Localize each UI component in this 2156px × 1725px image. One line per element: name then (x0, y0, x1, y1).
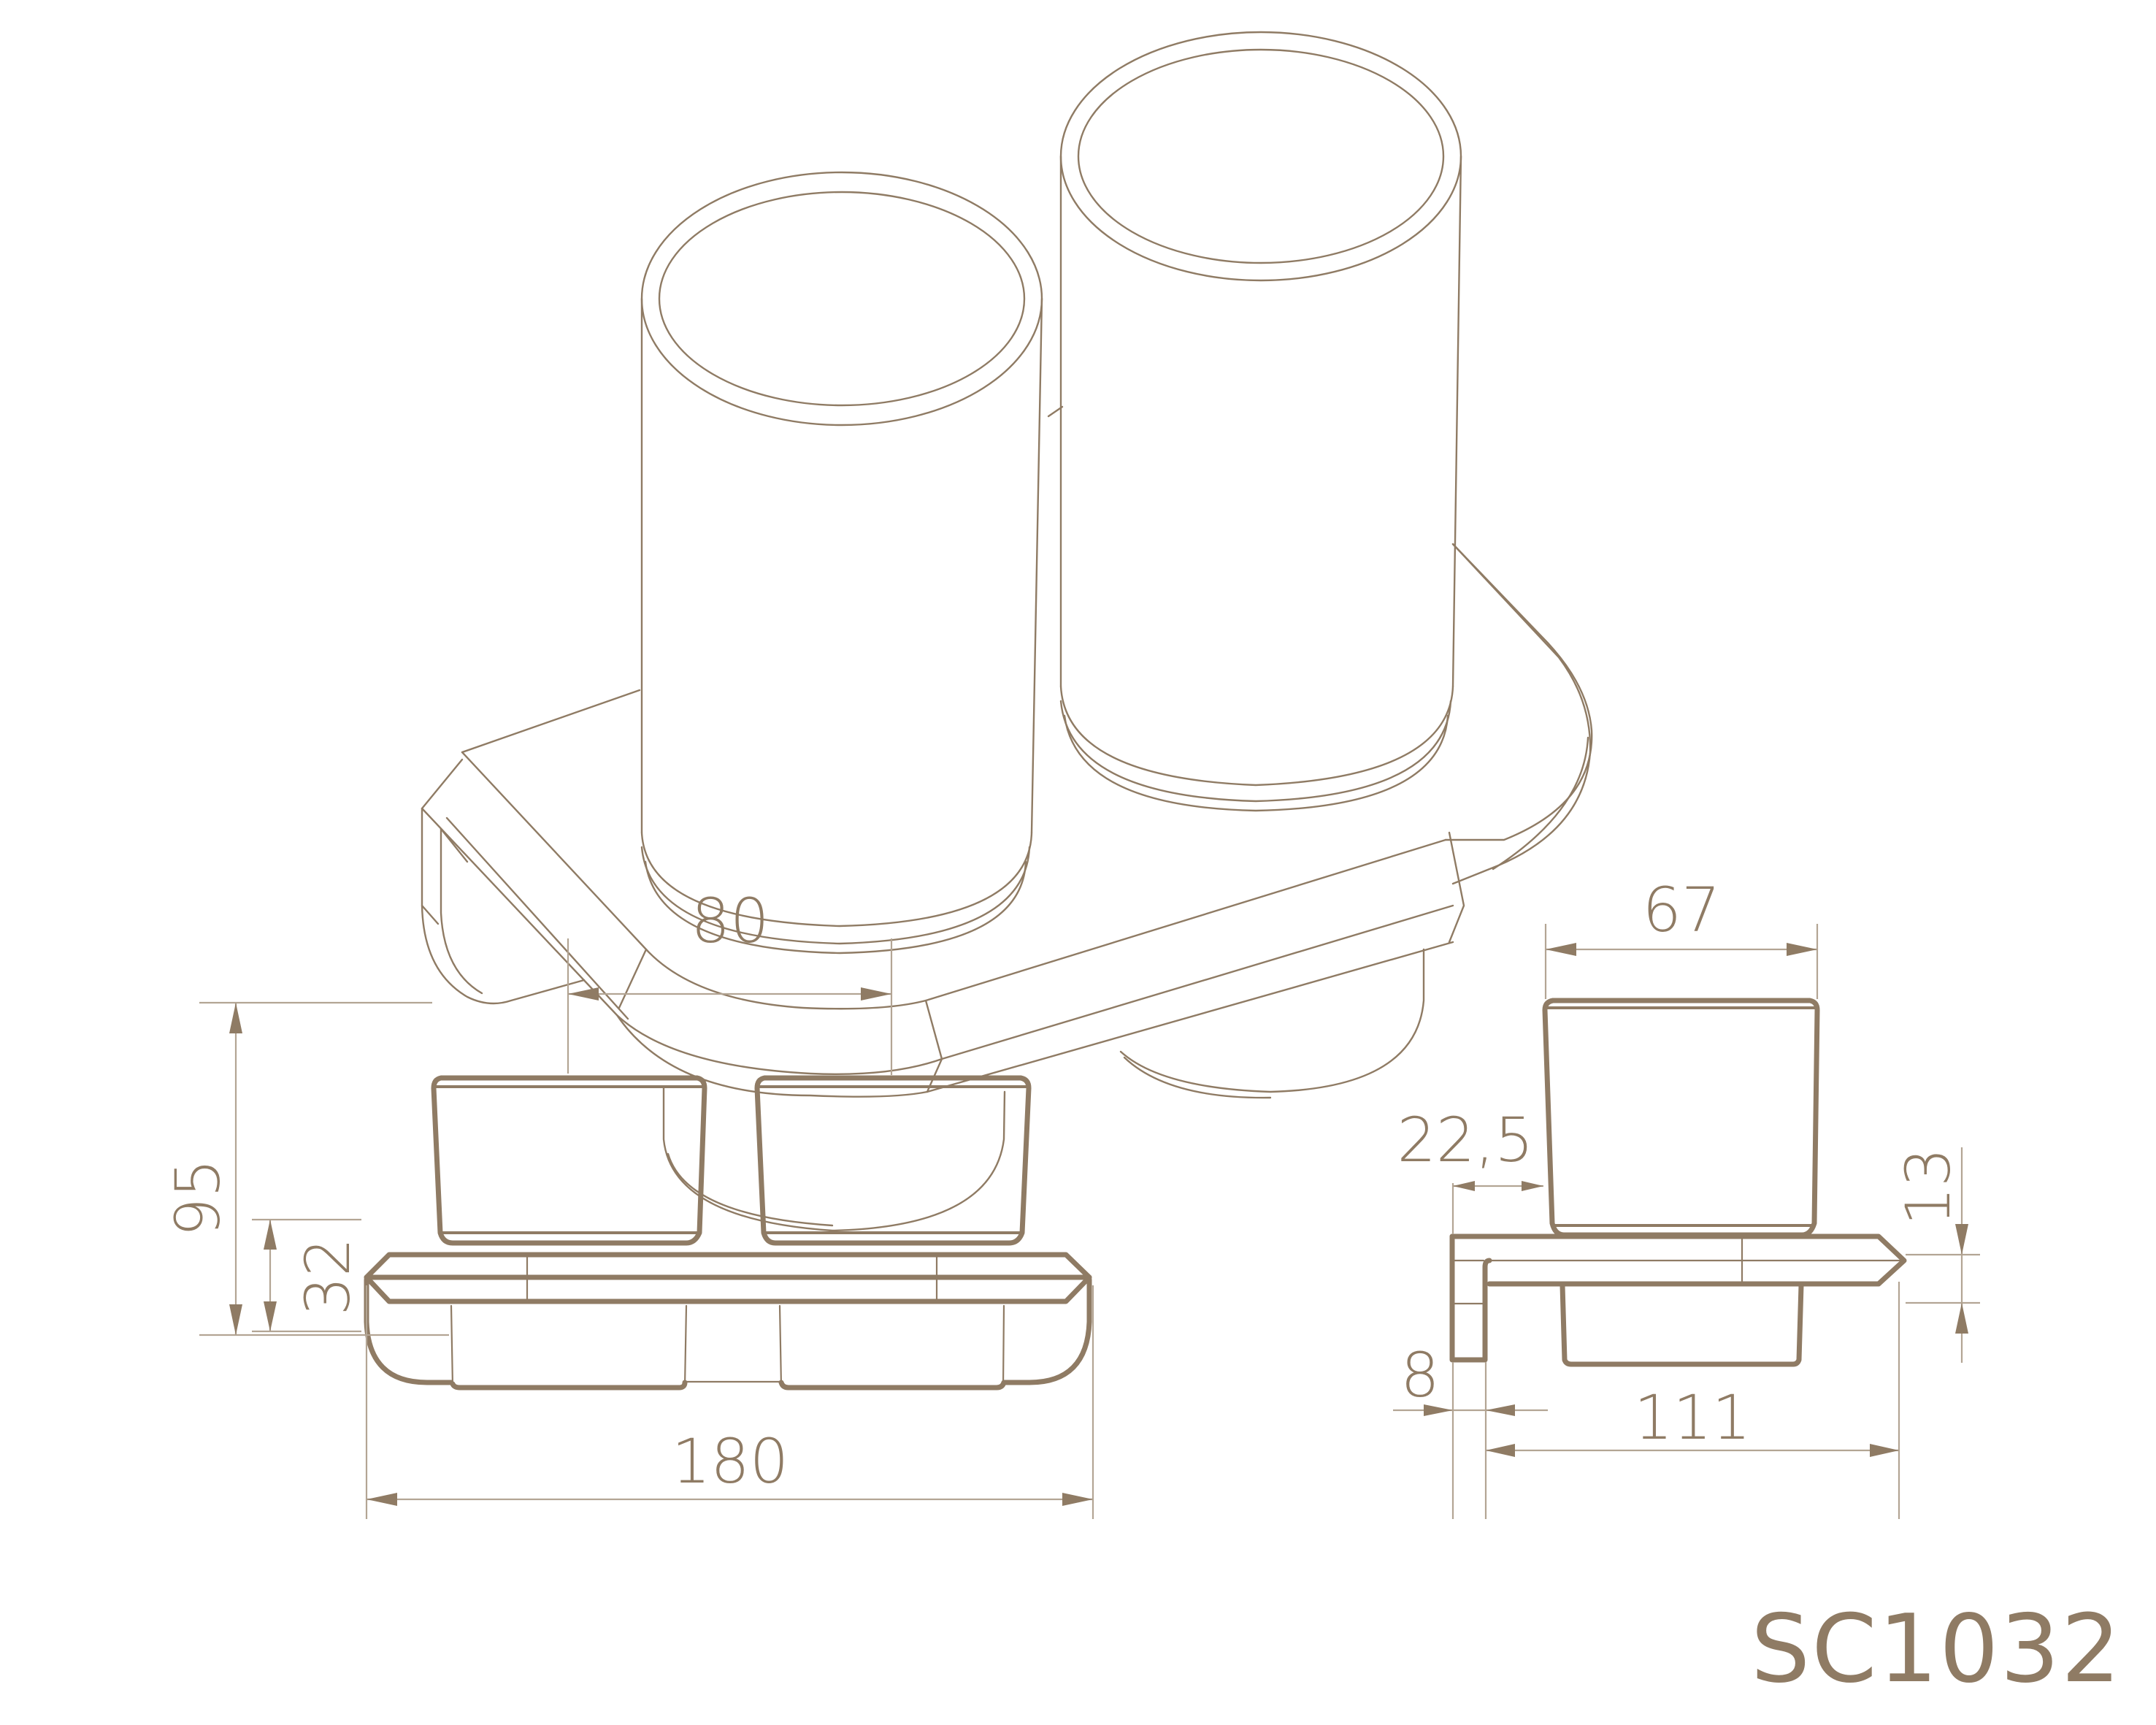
side-plate-and-bracket (1449, 1233, 1907, 1367)
dimension-label-32: 32 (292, 1238, 364, 1316)
dimension-label-67: 67 (1643, 874, 1721, 946)
side-view: 67 22,5 13 8 (1393, 874, 1980, 1519)
iso-holder-plate (421, 405, 1593, 1098)
dimension-67: 67 (1544, 874, 1819, 999)
isometric-view (421, 31, 1593, 1232)
iso-right-tumbler (1059, 31, 1462, 812)
iso-left-tumbler (640, 171, 1043, 955)
side-cup (1542, 998, 1820, 1238)
dimension-111: 111 (1486, 1282, 1900, 1519)
dimension-label-180: 180 (672, 1426, 789, 1497)
iso-cup-holders (662, 948, 1425, 1232)
dimension-95: 95 (162, 1001, 449, 1336)
dimension-label-8: 8 (1400, 1339, 1439, 1411)
product-code: SC1032 (1751, 1595, 2122, 1704)
dimension-13: 13 (1892, 1147, 1980, 1363)
dimension-label-95: 95 (162, 1159, 234, 1237)
dimension-label-111: 111 (1634, 1382, 1751, 1453)
dimension-8: 8 (1393, 1339, 1548, 1519)
dimension-32: 32 (252, 1218, 364, 1333)
front-holder-plate (364, 1252, 1092, 1391)
dimension-22-5: 22,5 (1397, 1104, 1543, 1234)
front-view: 80 95 32 180 (162, 885, 1094, 1519)
dimension-label-22-5: 22,5 (1397, 1104, 1533, 1176)
front-right-cup (754, 1075, 1032, 1246)
front-left-cup (431, 1075, 707, 1246)
dimension-label-80: 80 (691, 885, 770, 957)
dimension-80: 80 (567, 885, 893, 1075)
dimension-label-13: 13 (1892, 1148, 1964, 1226)
dimension-180: 180 (365, 1285, 1094, 1519)
